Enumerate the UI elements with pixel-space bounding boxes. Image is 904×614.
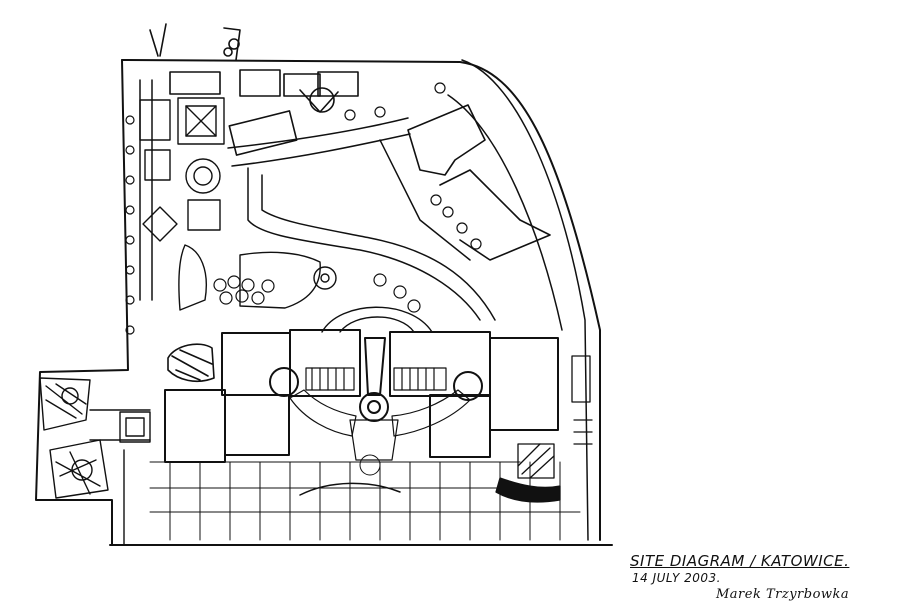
drawing-date: 14 JULY 2003.: [632, 571, 721, 585]
northeast-building: [407, 104, 551, 261]
drawing-title: SITE DIAGRAM / KATOWICE.: [630, 552, 850, 570]
title-block: SITE DIAGRAM / KATOWICE. 14 JULY 2003. M…: [630, 552, 890, 612]
author-signature: Marek Trzyrbowka: [716, 587, 850, 602]
west-lobby: [167, 343, 215, 382]
internal-roads: [139, 79, 496, 321]
plaza-arc: [321, 306, 433, 333]
tree-clusters: [125, 82, 482, 335]
north-gate: [149, 23, 241, 61]
west-court: [39, 377, 151, 546]
glazed-wings: [289, 367, 471, 461]
main-building: [164, 329, 559, 463]
north-buildings: [169, 69, 359, 156]
pond-lawn: [178, 244, 337, 311]
southeast-planter: [495, 355, 593, 503]
site-boundary: [35, 59, 613, 546]
east-road: [447, 59, 589, 541]
